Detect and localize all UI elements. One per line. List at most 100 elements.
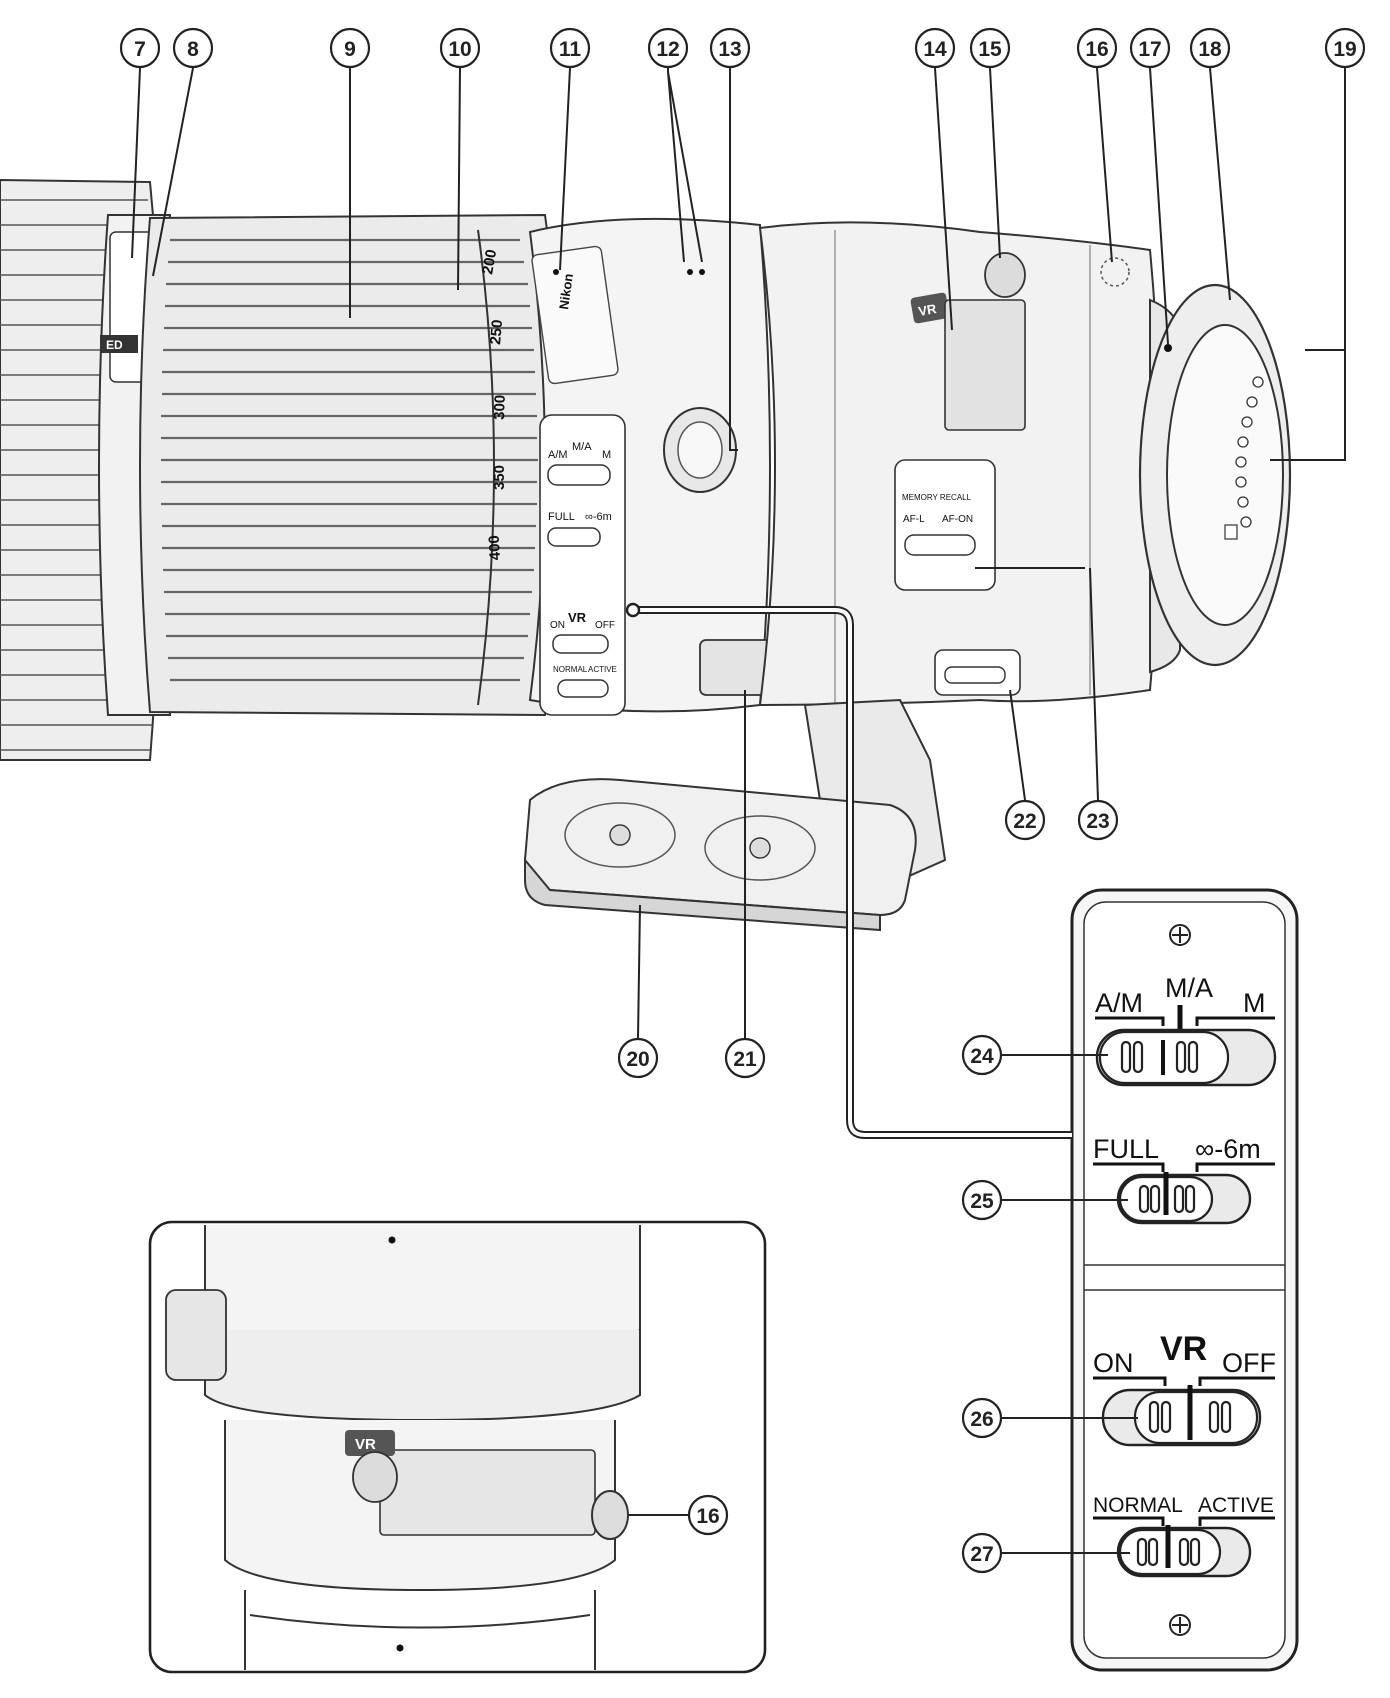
- focal-mark-200: 200: [479, 248, 500, 276]
- svg-text:24: 24: [970, 1045, 994, 1068]
- svg-text:7: 7: [134, 38, 146, 61]
- small-focus-limit-switch[interactable]: [547, 527, 601, 547]
- main-barrel: Nikon A/M M/A M FULL ∞-6m ON VR OFF NORM…: [528, 217, 816, 716]
- callout-16-inset: 16: [687, 1494, 729, 1536]
- small-vr-switch[interactable]: [552, 634, 609, 654]
- inset-side-knob: [165, 1289, 227, 1381]
- inset-view: VR: [148, 1220, 767, 1674]
- callout-16: 16: [1076, 27, 1118, 69]
- vr-badge: [910, 292, 950, 324]
- small-vr-label: VR: [568, 610, 587, 625]
- callout-9: 9: [329, 27, 371, 69]
- nameplate: [531, 245, 619, 385]
- svg-text:26: 26: [970, 1408, 993, 1431]
- brand-name: Nikon: [556, 273, 576, 311]
- panel-screw-top: [1169, 924, 1191, 946]
- tripod-socket-front: [609, 824, 631, 846]
- focus-mode-ma-label: M/A: [1165, 973, 1213, 1003]
- memory-recall-panel: [894, 459, 996, 591]
- switch-panel-enlarged: A/M M/A M FULL ∞-6m ON VR OFF: [1070, 888, 1299, 1672]
- collar-index-dot-b: [699, 269, 705, 275]
- callout-10: 10: [439, 27, 481, 69]
- small-focus-mode-switch[interactable]: [547, 464, 611, 486]
- focal-mark-300: 300: [491, 395, 509, 421]
- connector-dot: [625, 602, 641, 618]
- svg-text:15: 15: [978, 38, 1002, 61]
- callout-13: 13: [709, 27, 751, 69]
- svg-text:22: 22: [1013, 810, 1036, 833]
- afon-label: AF-ON: [942, 514, 973, 525]
- vr-off-label: OFF: [1222, 1348, 1276, 1378]
- svg-text:18: 18: [1198, 38, 1222, 61]
- afl-label: AF-L: [903, 514, 925, 525]
- svg-text:10: 10: [448, 38, 471, 61]
- ed-mark: ED: [106, 338, 123, 352]
- mounting-index: [1164, 344, 1172, 352]
- memory-recall-switch[interactable]: [904, 534, 976, 556]
- callout-23: 23: [1077, 799, 1119, 841]
- cpu-contacts: [1235, 376, 1264, 528]
- svg-text:21: 21: [733, 1048, 757, 1071]
- focus-mode-m-label: M: [1243, 988, 1266, 1018]
- svg-text:17: 17: [1138, 38, 1161, 61]
- small-ma-label: M/A: [572, 441, 592, 453]
- memory-recall-label: MEMORY RECALL: [902, 493, 972, 502]
- focal-mark-250: 250: [487, 319, 506, 345]
- small-on-label: ON: [550, 620, 565, 631]
- focus-limit-range-label: ∞-6m: [1195, 1134, 1261, 1164]
- inset-vr-badge: [345, 1430, 395, 1456]
- small-am-label: A/M: [548, 449, 568, 461]
- inset-mount-knob: [352, 1451, 398, 1503]
- callout-11: 11: [549, 27, 591, 69]
- svg-text:25: 25: [970, 1190, 994, 1213]
- callout-26: 26: [961, 1397, 1003, 1439]
- callout-24: 24: [961, 1034, 1003, 1076]
- svg-text:13: 13: [718, 38, 741, 61]
- panel-screw-bottom: [1169, 1614, 1191, 1636]
- vr-mode-active-label: ACTIVE: [1198, 1494, 1274, 1517]
- svg-text:23: 23: [1086, 810, 1109, 833]
- svg-text:16: 16: [1085, 38, 1108, 61]
- vr-label: VR: [1160, 1330, 1207, 1368]
- callout-22: 22: [1004, 799, 1046, 841]
- svg-text:12: 12: [656, 38, 679, 61]
- release-button-hidden: [1100, 257, 1130, 287]
- inset-release-button[interactable]: [591, 1490, 629, 1540]
- tripod-socket-rear: [749, 837, 771, 859]
- vr-badge-text: VR: [917, 301, 938, 319]
- callout-27: 27: [961, 1532, 1003, 1574]
- inset-mount-window: [379, 1449, 596, 1536]
- svg-text:16: 16: [696, 1505, 719, 1528]
- small-full-label: FULL: [548, 511, 575, 523]
- sound-switch[interactable]: [944, 666, 1006, 684]
- inset-vr-badge-text: VR: [355, 1436, 376, 1453]
- monopod-collar-mount: [944, 299, 1026, 431]
- focal-mark-350: 350: [491, 465, 508, 490]
- zoom-index-mark: [553, 269, 559, 275]
- callout-12: 12: [647, 27, 689, 69]
- svg-text:8: 8: [187, 38, 199, 61]
- leader-lines: [131, 67, 1346, 1554]
- callout-17: 17: [1129, 27, 1171, 69]
- small-m-label: M: [602, 449, 611, 461]
- callout-20: 20: [617, 1037, 659, 1079]
- mount-screw-knob[interactable]: [984, 252, 1026, 298]
- focus-ring: 200 250 300 350 400: [139, 213, 564, 717]
- vr-on-label: ON: [1093, 1348, 1134, 1378]
- callout-21: 21: [724, 1037, 766, 1079]
- small-limit-label: ∞-6m: [585, 511, 612, 523]
- callout-18: 18: [1189, 27, 1231, 69]
- svg-text:27: 27: [970, 1543, 993, 1566]
- tripod-foot: [523, 698, 947, 932]
- svg-text:19: 19: [1333, 38, 1356, 61]
- svg-text:20: 20: [626, 1048, 649, 1071]
- rear-barrel: VR MEMORY RECALL AF-L AF-ON: [758, 221, 1161, 707]
- small-vr-mode-switch[interactable]: [557, 679, 609, 698]
- callouts: 7 8 9 10 11 12 13 14 15 16 17 18 19 20 2…: [119, 27, 1366, 1574]
- vr-mode-normal-label: NORMAL: [1093, 1494, 1183, 1517]
- vr-switch-slider[interactable]: [1133, 1390, 1259, 1445]
- small-off-label: OFF: [595, 620, 615, 631]
- collar-index-dot-a: [687, 269, 693, 275]
- small-normal-label: NORMAL: [553, 665, 588, 674]
